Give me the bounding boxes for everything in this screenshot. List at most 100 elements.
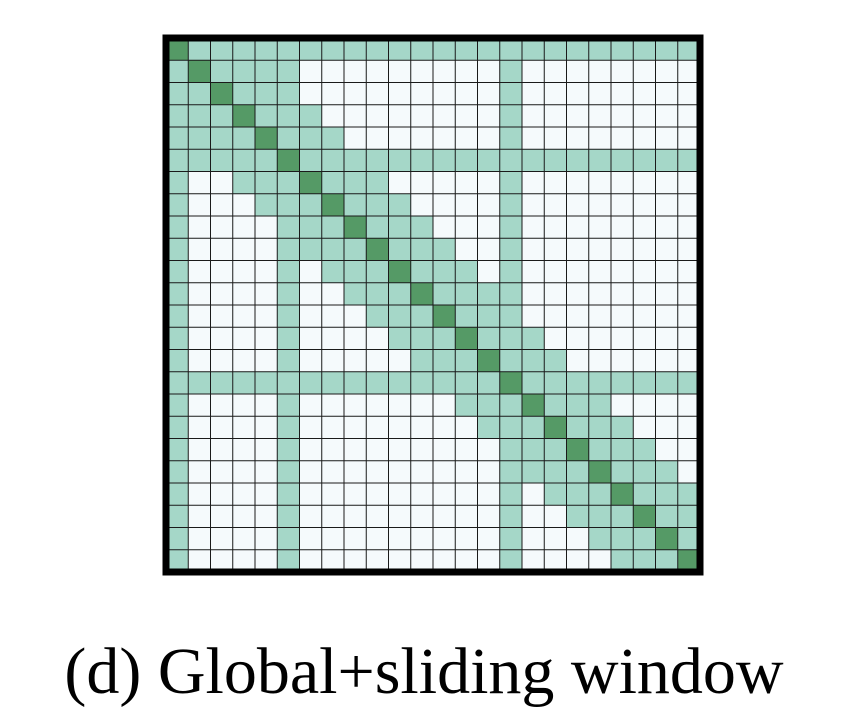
matrix-cell-attended: [633, 149, 656, 172]
matrix-cell-attended: [499, 438, 523, 462]
matrix-cell-attended: [477, 394, 501, 417]
matrix-cell-diagonal: [455, 327, 478, 350]
matrix-cell-attended: [677, 505, 701, 528]
matrix-cell-empty: [611, 349, 634, 373]
matrix-cell-empty: [410, 60, 434, 83]
matrix-cell-empty: [677, 171, 701, 195]
matrix-cell-empty: [433, 82, 456, 106]
matrix-cell-attended: [277, 193, 300, 217]
matrix-cell-empty: [433, 394, 456, 417]
matrix-cell-empty: [299, 549, 323, 573]
matrix-cell-empty: [611, 305, 634, 328]
matrix-cell-attended: [611, 527, 634, 551]
matrix-cell-attended: [499, 127, 523, 150]
matrix-cell-empty: [255, 305, 278, 328]
matrix-cell-empty: [321, 327, 345, 350]
matrix-cell-attended: [433, 282, 456, 306]
matrix-cell-attended: [255, 171, 278, 195]
matrix-cell-empty: [255, 549, 278, 573]
matrix-cell-attended: [388, 327, 412, 350]
matrix-cell-attended: [166, 527, 189, 551]
matrix-cell-attended: [210, 371, 234, 395]
matrix-cell-empty: [655, 171, 679, 195]
matrix-cell-empty: [210, 282, 234, 306]
matrix-cell-empty: [321, 483, 345, 506]
matrix-cell-attended: [499, 149, 523, 172]
matrix-cell-attended: [344, 171, 367, 195]
matrix-cell-attended: [166, 238, 189, 261]
matrix-cell-attended: [277, 260, 300, 284]
matrix-cell-empty: [344, 549, 367, 573]
matrix-cell-attended: [232, 149, 256, 172]
matrix-cell-empty: [477, 82, 501, 106]
matrix-cell-attended: [433, 238, 456, 261]
matrix-cell-attended: [277, 438, 300, 462]
matrix-cell-empty: [588, 127, 612, 150]
matrix-cell-attended: [255, 82, 278, 106]
matrix-grid-lines: [166, 38, 700, 572]
matrix-cell-attended: [677, 527, 701, 551]
matrix-cell-attended: [455, 149, 478, 172]
matrix-cell-empty: [410, 505, 434, 528]
matrix-cell-attended: [232, 82, 256, 106]
matrix-cell-empty: [232, 549, 256, 573]
matrix-cell-empty: [210, 305, 234, 328]
matrix-cell-empty: [433, 505, 456, 528]
matrix-cell-empty: [321, 305, 345, 328]
matrix-cell-empty: [255, 238, 278, 261]
matrix-cell-empty: [588, 238, 612, 261]
matrix-cell-empty: [410, 460, 434, 484]
matrix-cell-empty: [188, 549, 211, 573]
matrix-cell-attended: [366, 305, 389, 328]
matrix-cell-empty: [344, 527, 367, 551]
matrix-cell-attended: [388, 216, 412, 239]
matrix-cell-empty: [522, 505, 545, 528]
matrix-cell-empty: [366, 349, 389, 373]
matrix-cell-attended: [477, 149, 501, 172]
matrix-cell-attended: [566, 483, 590, 506]
matrix-cell-attended: [499, 549, 523, 573]
matrix-cell-empty: [455, 549, 478, 573]
matrix-cell-attended: [499, 505, 523, 528]
matrix-cell-empty: [410, 104, 434, 128]
matrix-cell-empty: [321, 549, 345, 573]
matrix-cell-empty: [410, 438, 434, 462]
matrix-cell-attended: [566, 149, 590, 172]
matrix-cell-empty: [366, 483, 389, 506]
matrix-cell-empty: [566, 238, 590, 261]
matrix-cell-empty: [255, 349, 278, 373]
matrix-cell-attended: [299, 38, 323, 61]
matrix-cell-empty: [566, 60, 590, 83]
matrix-cell-empty: [544, 238, 567, 261]
matrix-cell-empty: [433, 171, 456, 195]
matrix-cell-empty: [232, 349, 256, 373]
matrix-cell-empty: [566, 327, 590, 350]
matrix-cell-attended: [166, 394, 189, 417]
matrix-cell-attended: [277, 238, 300, 261]
matrix-cell-empty: [232, 305, 256, 328]
matrix-cell-attended: [499, 171, 523, 195]
matrix-cell-empty: [188, 349, 211, 373]
matrix-cell-empty: [633, 216, 656, 239]
matrix-cell-empty: [655, 349, 679, 373]
matrix-cell-empty: [566, 171, 590, 195]
matrix-cell-attended: [166, 438, 189, 462]
matrix-cell-empty: [477, 549, 501, 573]
matrix-cell-empty: [522, 193, 545, 217]
matrix-cell-empty: [455, 193, 478, 217]
matrix-cell-attended: [522, 416, 545, 439]
matrix-cell-empty: [544, 282, 567, 306]
matrix-cell-attended: [499, 416, 523, 439]
matrix-cell-empty: [232, 193, 256, 217]
matrix-cell-empty: [655, 305, 679, 328]
matrix-cell-attended: [321, 171, 345, 195]
matrix-cell-attended: [588, 149, 612, 172]
matrix-cell-empty: [588, 216, 612, 239]
matrix-cell-attended: [166, 60, 189, 83]
matrix-cell-attended: [299, 149, 323, 172]
matrix-cell-attended: [410, 260, 434, 284]
matrix-cell-attended: [477, 416, 501, 439]
matrix-cell-empty: [299, 416, 323, 439]
matrix-cell-attended: [566, 460, 590, 484]
matrix-cell-attended: [232, 371, 256, 395]
